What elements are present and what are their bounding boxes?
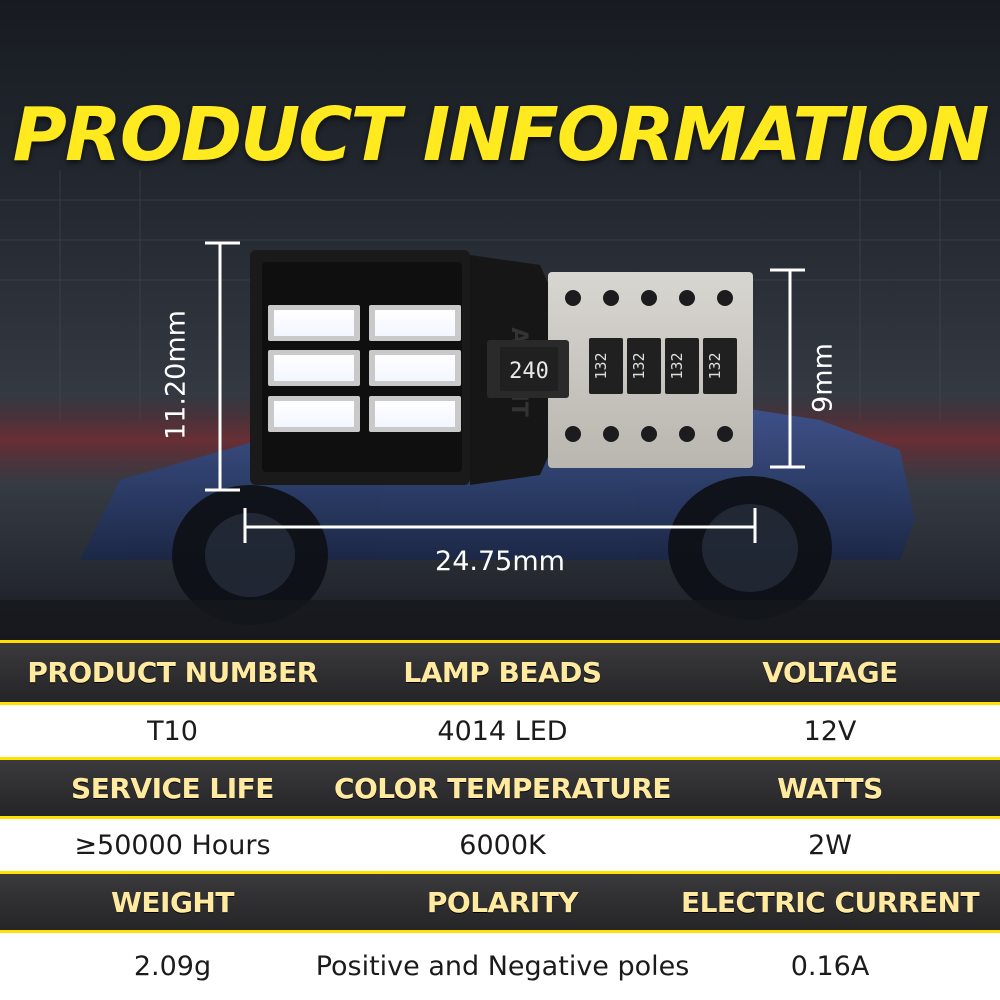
spec-header: ELECTRIC CURRENT [680,885,980,919]
spec-header: SERVICE LIFE [71,771,274,805]
spec-table: PRODUCT NUMBER LAMP BEADS VOLTAGE T10 40… [0,640,1000,1000]
spec-header: WEIGHT [111,885,234,919]
spec-value-row: 2.09g Positive and Negative poles 0.16A [0,933,1000,1000]
spec-value: 0.16A [790,951,870,982]
spec-header-row: PRODUCT NUMBER LAMP BEADS VOLTAGE [0,640,1000,705]
page-title: PRODUCT INFORMATION [12,92,990,178]
spec-header: LAMP BEADS [403,656,602,689]
led-chips [268,305,461,432]
spec-value: Positive and Negative poles [315,951,690,982]
spec-value: ≥50000 Hours [74,829,271,861]
resistor-main-label: 240 [509,359,549,384]
spec-header: VOLTAGE [762,656,898,689]
spec-value-row: ≥50000 Hours 6000K 2W [0,819,1000,871]
spec-header-row: SERVICE LIFE COLOR TEMPERATURE WATTS [0,757,1000,819]
spec-value: T10 [147,715,198,747]
spec-value: 6000K [459,829,546,861]
spec-header: COLOR TEMPERATURE [333,771,672,805]
spec-value: 4014 LED [437,715,568,747]
t10-led-bulb: AJSENT 240 132 132 132 132 [250,250,753,485]
resistor-small-label: 132 [668,352,686,379]
width-dimension-label: 24.75mm [435,546,565,577]
small-resistors: 132 132 132 132 [589,338,737,394]
spec-value: 12V [803,715,857,747]
hero-scene: AJSENT 240 132 132 132 132 [0,0,1000,640]
spec-value: 2.09g [133,951,212,982]
height-dimension-label: 11.20mm [160,310,192,440]
resistor-small-label: 132 [706,352,724,379]
spec-value-row: T10 4014 LED 12V [0,705,1000,757]
base-height-dimension-label: 9mm [807,343,839,413]
spec-header-row: WEIGHT POLARITY ELECTRIC CURRENT [0,871,1000,933]
spec-header: WATTS [777,771,883,805]
spec-header: POLARITY [426,885,579,919]
resistor-small-label: 132 [592,352,610,379]
spec-header: PRODUCT NUMBER [27,656,318,689]
spec-value: 2W [808,829,852,861]
pcb-holes [565,290,733,442]
resistor-small-label: 132 [630,352,648,379]
dimension-lines [205,241,805,543]
